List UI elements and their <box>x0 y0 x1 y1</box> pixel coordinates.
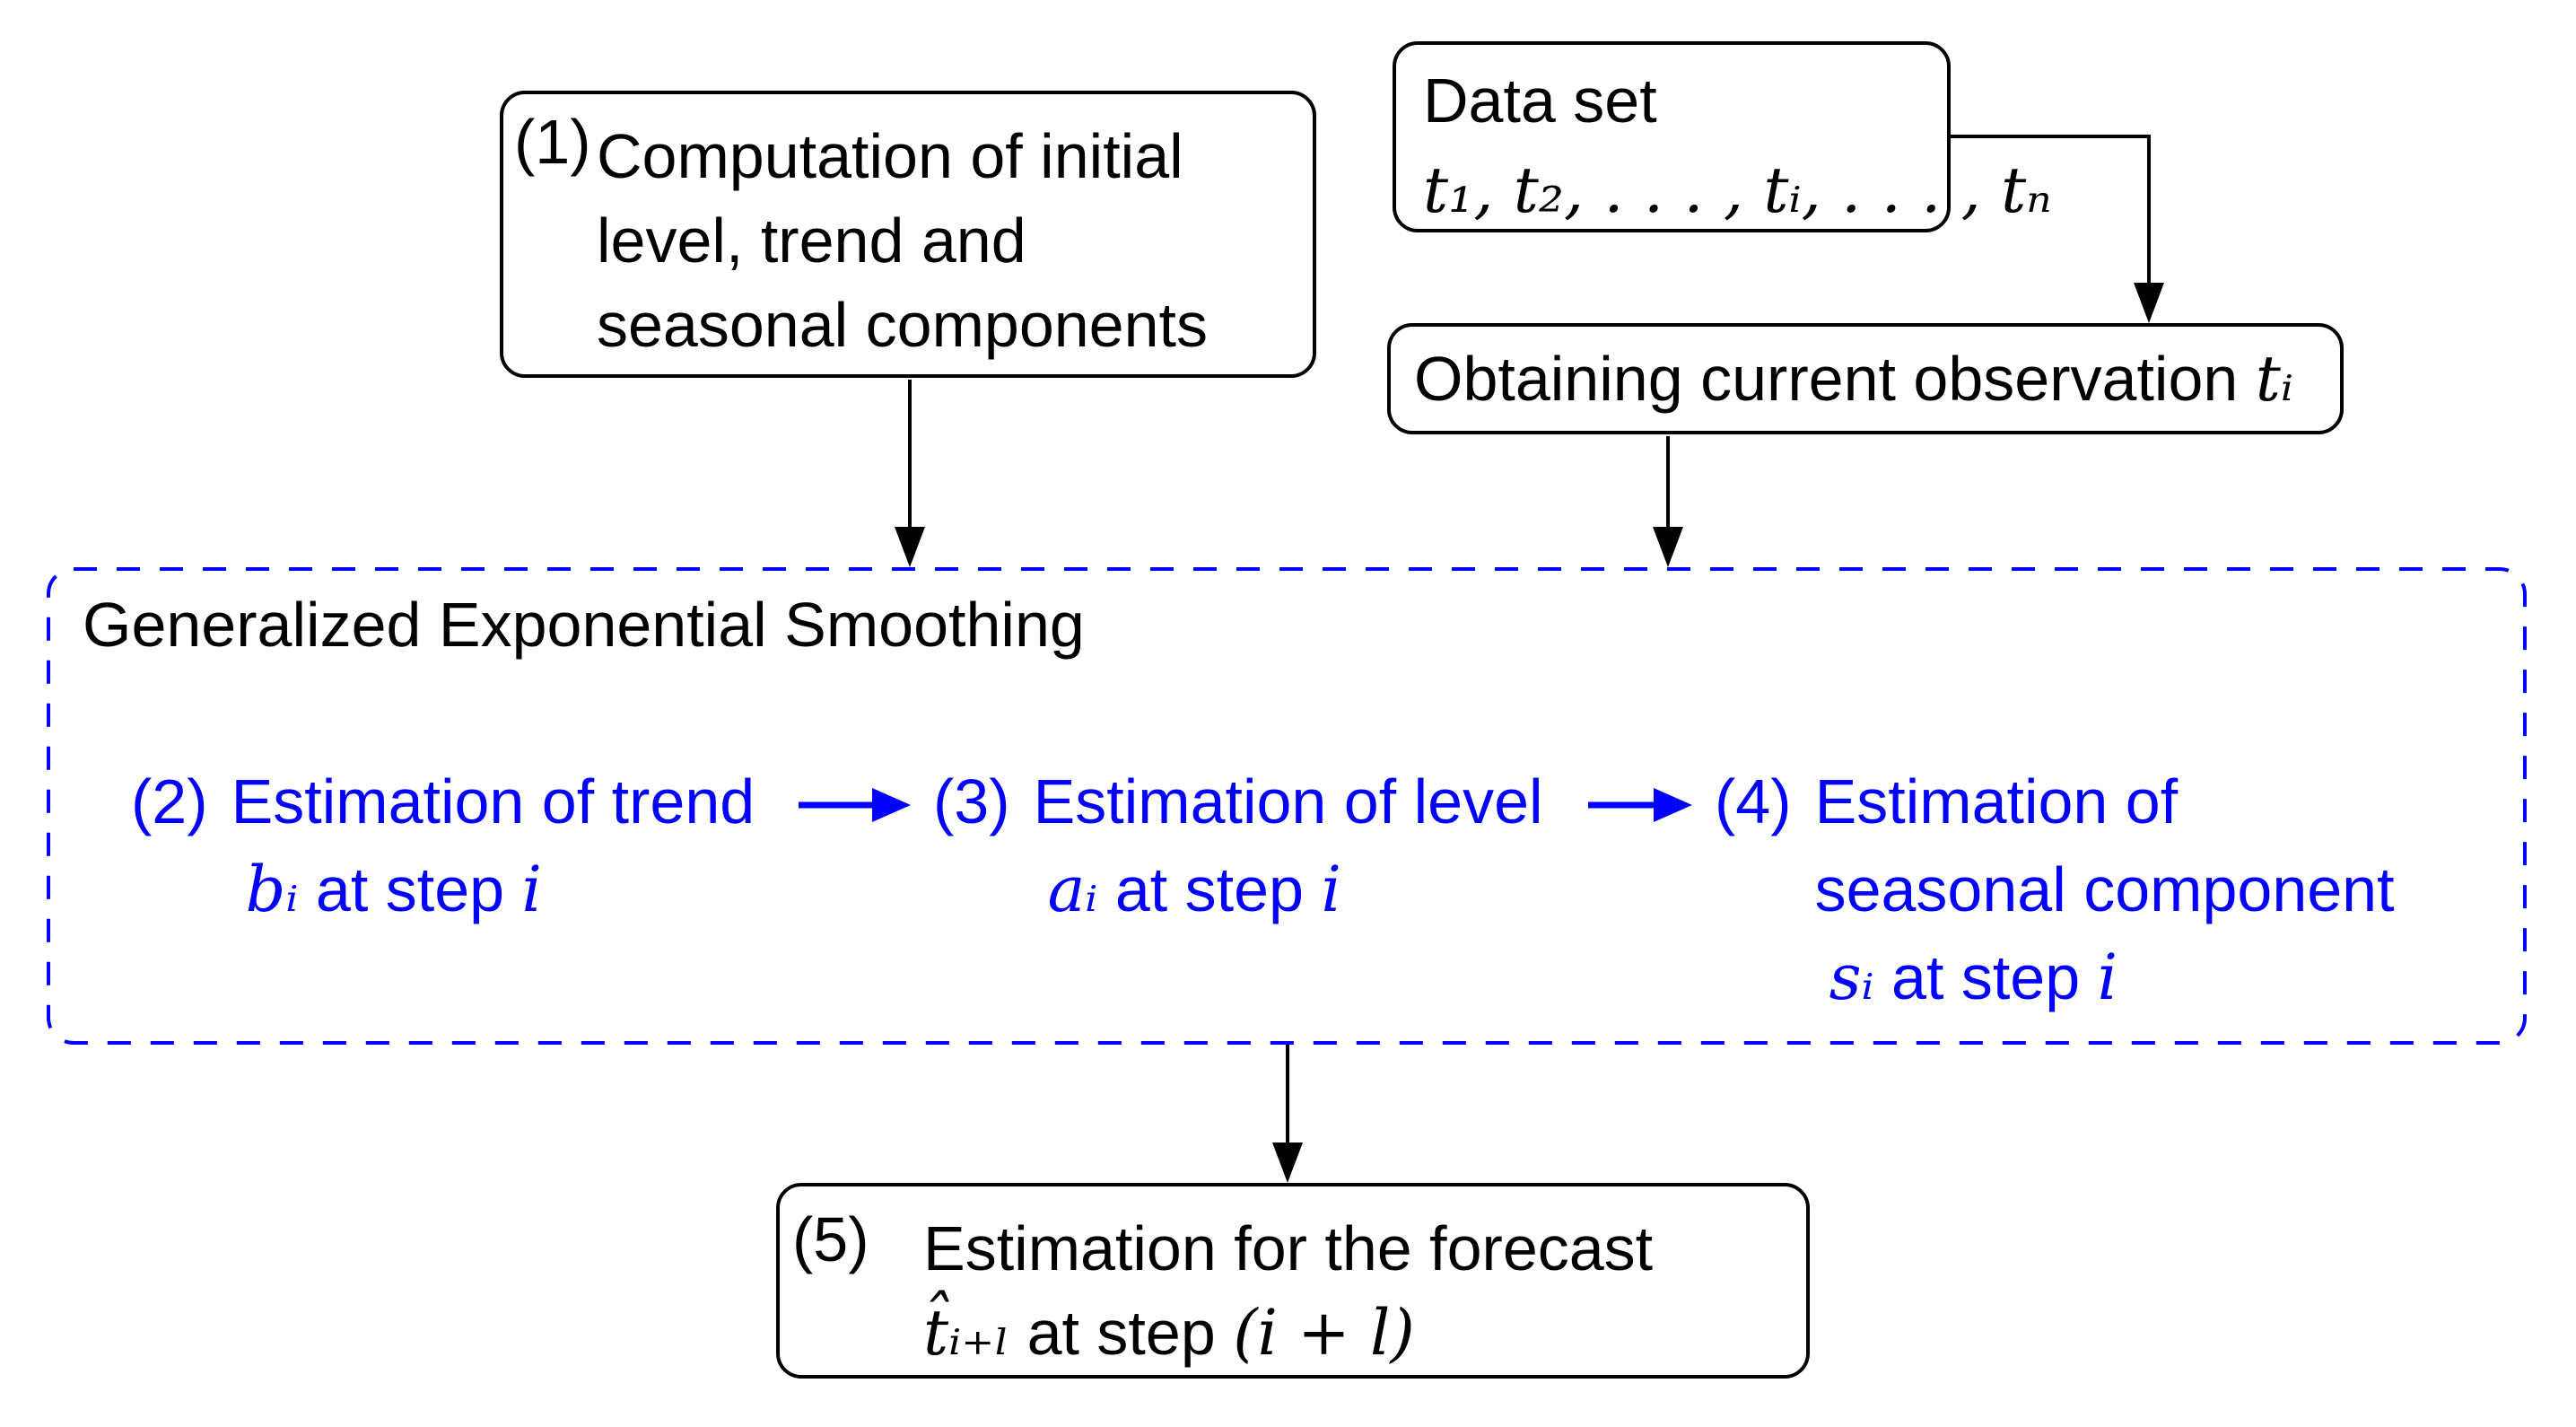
step-seasonal-line1: Estimation of <box>1814 766 2179 836</box>
step-trend-text: Estimation of trend bᵢ at step i <box>231 757 755 933</box>
step-level-line2-text: at step <box>1114 854 1304 924</box>
step-level-line1: Estimation of level <box>1033 766 1543 836</box>
ges-title: Generalized Exponential Smoothing <box>83 590 1085 660</box>
obtain-observation-math: tᵢ <box>2255 342 2293 416</box>
ges-region: Generalized Exponential Smoothing (2) Es… <box>47 567 2527 1045</box>
initial-components-line3: seasonal components <box>597 290 1208 360</box>
data-set-title: Data set <box>1423 66 1657 136</box>
initial-components-line2: level, trend and <box>597 206 1026 276</box>
step-seasonal-line3-text: at step <box>1891 942 2081 1012</box>
ges-step-trend: (2) Estimation of trend bᵢ at step i <box>131 757 755 933</box>
forecast-step-math: (i + l) <box>1233 1296 1415 1370</box>
step-trend-line2-text: at step <box>315 854 505 924</box>
arrow-init-to-ges <box>895 380 925 567</box>
obtain-observation-text: Obtaining current observation <box>1414 344 2239 414</box>
step-seasonal-line2: seasonal component <box>1814 854 2395 924</box>
forecast-line2-text: at step <box>1026 1298 1216 1368</box>
level-symbol-math: aᵢ <box>1047 853 1098 926</box>
initial-components-box: (1) Computation of initial level, trend … <box>500 91 1316 378</box>
trend-index-math: i <box>521 853 542 926</box>
data-set-sequence-math: t₁, t₂, . . . , tᵢ, . . . , tₙ <box>1423 153 2052 227</box>
step-number-5: (5) <box>792 1204 869 1274</box>
step-number-1: (1) <box>514 107 591 177</box>
data-set-box: Data set t₁, t₂, . . . , tᵢ, . . . , tₙ <box>1393 41 2052 232</box>
forecast-line1: Estimation for the forecast <box>923 1213 1654 1283</box>
forecast-line2: t̂ᵢ₊ₗ at step (i + l) <box>923 1291 1653 1375</box>
step-number-4: (4) <box>1715 766 1792 836</box>
data-set-text: Data set t₁, t₂, . . . , tᵢ, . . . , tₙ <box>1423 56 2052 235</box>
ges-step-level: (3) Estimation of level aᵢ at step i <box>933 757 1543 933</box>
step-trend-line2: bᵢ at step i <box>246 845 755 933</box>
trend-symbol-math: bᵢ <box>245 853 299 926</box>
step-seasonal-line3: sᵢ at step i <box>1829 933 2395 1021</box>
step-level-text: Estimation of level aᵢ at step i <box>1034 757 1543 933</box>
forecast-symbol-math: t̂ᵢ₊ₗ <box>923 1296 1010 1370</box>
initial-components-line1: Computation of initial <box>597 121 1183 191</box>
seasonal-symbol-math: sᵢ <box>1829 941 1874 1014</box>
forecast-box: (5) Estimation for the forecast t̂ᵢ₊ₗ at… <box>776 1183 1810 1379</box>
forecast-text: Estimation for the forecast t̂ᵢ₊ₗ at ste… <box>923 1206 1653 1375</box>
arrow-obtain-to-ges <box>1653 436 1683 567</box>
step-seasonal-text: Estimation of seasonal component sᵢ at s… <box>1815 757 2395 1021</box>
obtain-observation-box: Obtaining current observation tᵢ <box>1387 323 2344 434</box>
arrow-ges-to-forecast <box>1272 1045 1303 1183</box>
level-index-math: i <box>1321 853 1341 926</box>
seasonal-index-math: i <box>2097 941 2118 1014</box>
step-number-2: (2) <box>131 766 208 836</box>
step-level-line2: aᵢ at step i <box>1048 845 1543 933</box>
step-number-3: (3) <box>933 766 1010 836</box>
initial-components-text: Computation of initial level, trend and … <box>597 114 1208 367</box>
step-trend-line1: Estimation of trend <box>231 766 755 836</box>
ges-step-seasonal: (4) Estimation of seasonal component sᵢ … <box>1715 757 2395 1021</box>
